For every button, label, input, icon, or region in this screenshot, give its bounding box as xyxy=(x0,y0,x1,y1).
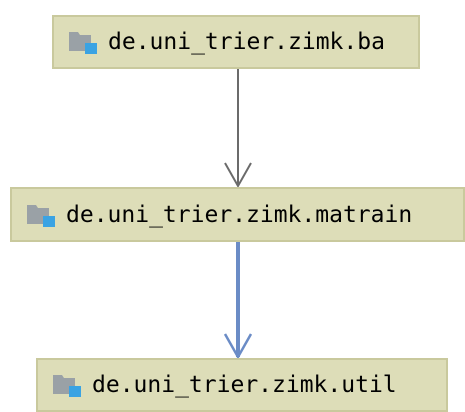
edge-ba-to-matrain xyxy=(224,69,252,189)
edge-matrain-to-util xyxy=(223,242,253,360)
package-label: de.uni_trier.zimk.ba xyxy=(108,29,385,55)
package-icon xyxy=(53,375,81,397)
package-node-util[interactable]: de.uni_trier.zimk.util xyxy=(36,358,448,412)
package-label: de.uni_trier.zimk.matrain xyxy=(66,201,413,228)
package-icon xyxy=(27,204,55,227)
package-node-matrain[interactable]: de.uni_trier.zimk.matrain xyxy=(10,187,465,242)
package-node-ba[interactable]: de.uni_trier.zimk.ba xyxy=(52,15,420,69)
edge-arrowhead-matrain-to-util xyxy=(223,333,253,360)
edge-arrowhead-ba-to-matrain xyxy=(224,162,252,189)
package-icon xyxy=(69,32,97,54)
package-label: de.uni_trier.zimk.util xyxy=(92,372,397,398)
